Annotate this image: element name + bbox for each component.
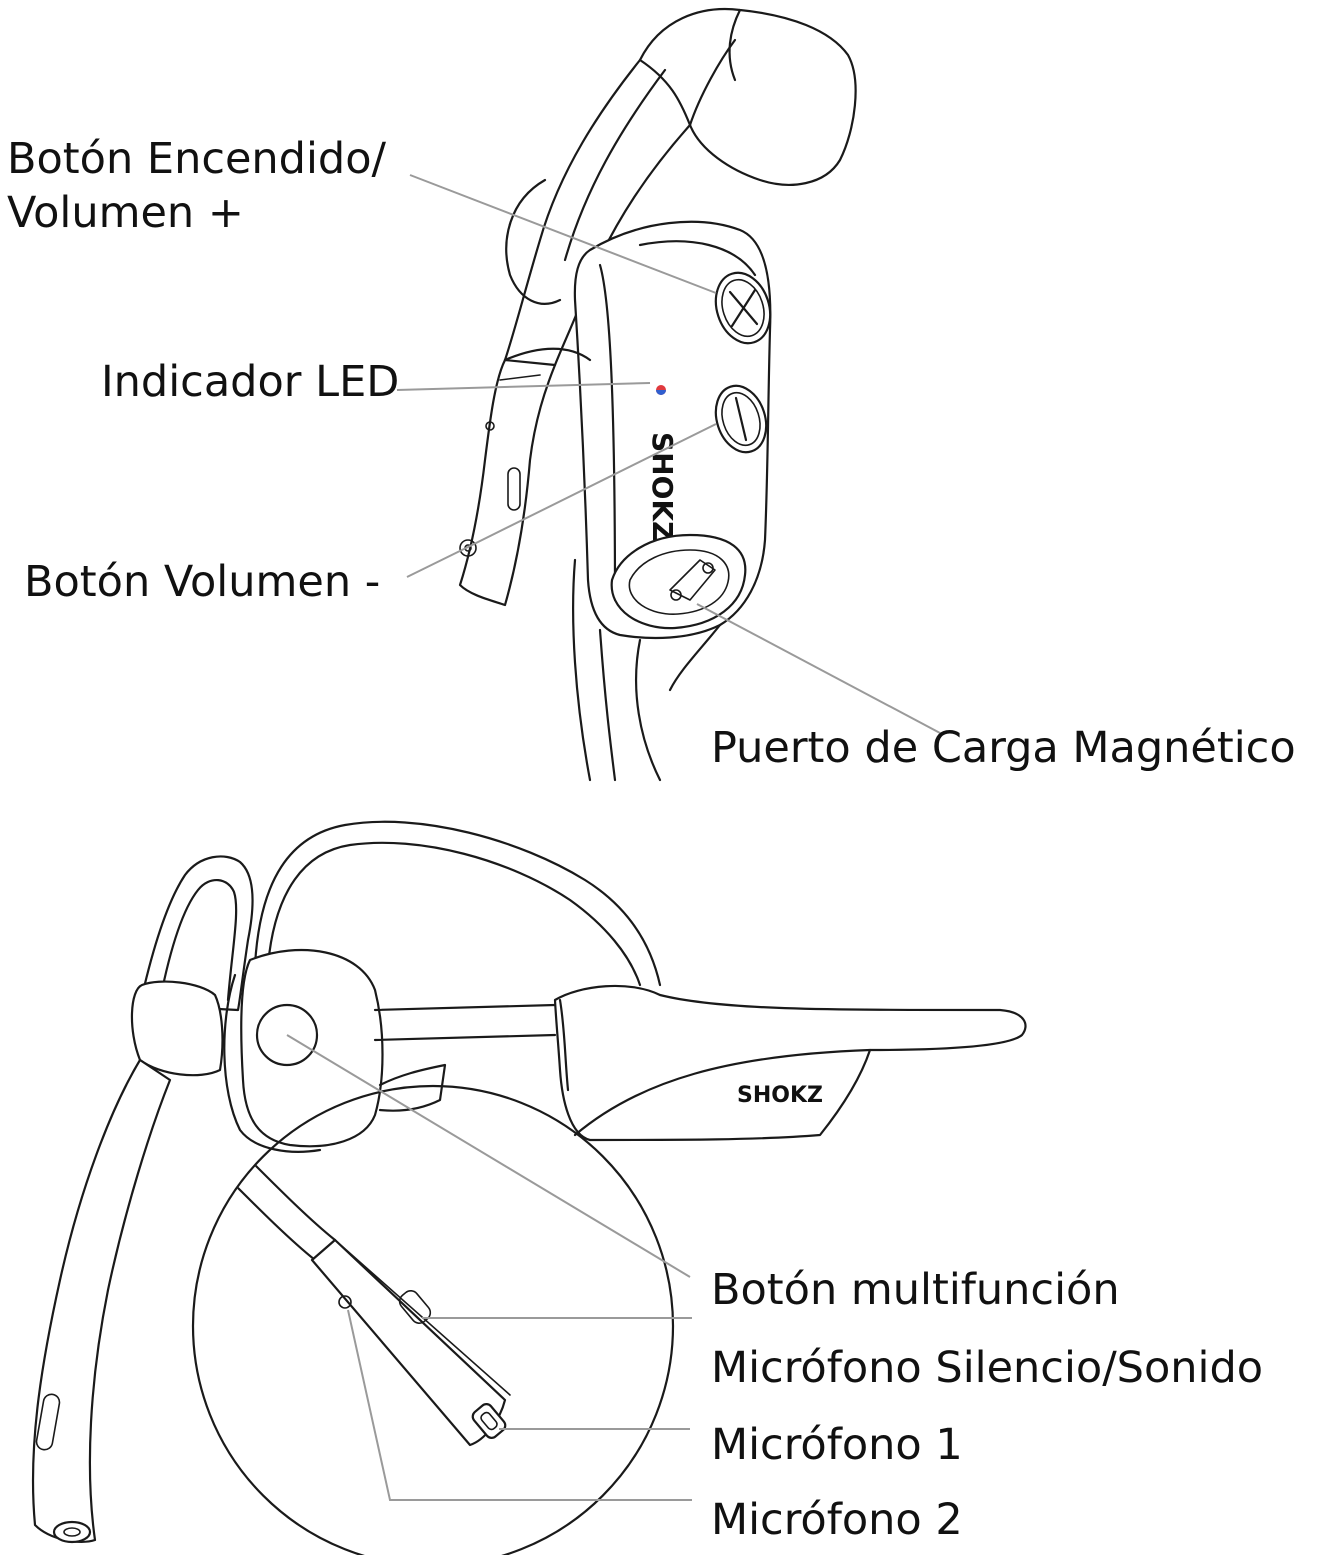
label-microphone-1: Micrófono 1 [711,1418,963,1472]
label-microphone-2: Micrófono 2 [711,1493,963,1547]
ear-hook-pad [640,9,856,185]
mic-tip-bottom [54,1522,90,1542]
label-led-indicator: Indicador LED [101,355,399,409]
brand-logo-bottom: SHOKZ [737,1083,823,1108]
mic-boom-arm-bottom [33,1060,170,1542]
label-volume-down: Botón Volumen - [24,555,380,609]
label-mic-mute-unmute: Micrófono Silencio/Sonido [711,1341,1263,1395]
top-headset-drawing: SHOKZ [460,9,856,780]
mic-zoom-circle [193,1086,673,1555]
brand-logo-top: SHOKZ [646,432,679,541]
label-multifunction-button: Botón multifunción [711,1263,1120,1317]
label-power-volume-up: Botón Encendido/ Volumen + [7,132,386,240]
label-magnetic-charging-port: Puerto de Carga Magnético [711,721,1296,775]
label-power-volume-up-line1: Botón Encendido/ [7,132,386,186]
right-battery-pod [555,986,1026,1140]
label-power-volume-up-line2: Volumen + [7,186,386,240]
leader-charging-port [697,604,940,733]
led-indicator [656,385,666,395]
